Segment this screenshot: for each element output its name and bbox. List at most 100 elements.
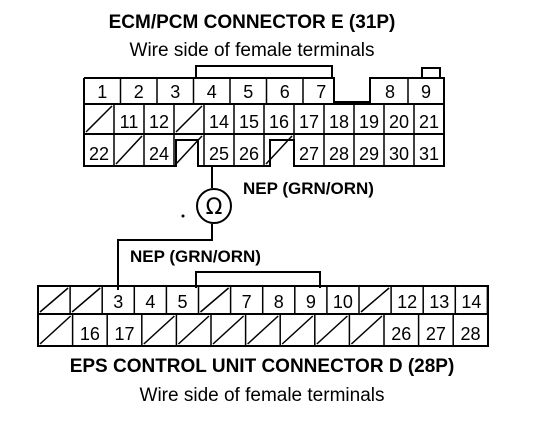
terminal-number: 10 xyxy=(333,292,353,312)
terminal-number: 16 xyxy=(80,324,100,344)
bottom-cell: 27 xyxy=(426,314,454,346)
bottom-cell xyxy=(143,314,178,346)
bottom-cell xyxy=(39,286,71,314)
terminal-number: 14 xyxy=(461,292,481,312)
terminal-number: 2 xyxy=(134,82,144,102)
terminal-number: 3 xyxy=(113,292,123,312)
terminal-number: 8 xyxy=(385,82,395,102)
bottom-cell: 10 xyxy=(333,286,360,314)
bottom-cell: 3 xyxy=(113,286,136,314)
top-cell: 11 xyxy=(120,104,145,134)
terminal-number: 5 xyxy=(243,82,253,102)
top-cell: 28 xyxy=(329,134,355,166)
bottom-cell xyxy=(350,314,385,346)
bottom-cell xyxy=(212,314,247,346)
bottom-cell: 26 xyxy=(391,314,420,346)
terminal-number: 9 xyxy=(306,292,316,312)
top-cell: 2 xyxy=(134,78,158,104)
terminal-number: 4 xyxy=(207,82,217,102)
top-cell xyxy=(175,134,205,166)
terminal-number: 14 xyxy=(209,112,229,132)
top-wire-label: NEP (GRN/ORN) xyxy=(243,179,374,198)
empty-terminal-slash xyxy=(281,315,314,345)
top-cell xyxy=(115,134,145,166)
top-cell: 6 xyxy=(280,78,304,104)
empty-terminal-slash xyxy=(39,315,72,345)
terminal-number: 18 xyxy=(329,112,349,132)
empty-terminal-slash xyxy=(39,287,69,313)
top-cell: 8 xyxy=(385,78,409,104)
ohmmeter-icon xyxy=(196,188,232,224)
terminal-number: 27 xyxy=(299,144,319,164)
bottom-cell xyxy=(281,314,316,346)
terminal-number: 13 xyxy=(429,292,449,312)
bottom-cell xyxy=(39,314,74,346)
top-cell: 15 xyxy=(239,104,265,134)
terminal-number: 22 xyxy=(89,144,109,164)
terminal-number: 30 xyxy=(389,144,409,164)
top-cell xyxy=(265,134,295,166)
ohm-symbol: Ω xyxy=(206,195,223,220)
terminal-number: 12 xyxy=(149,112,169,132)
top-cell: 14 xyxy=(209,104,235,134)
top-connector-title: ECM/PCM CONNECTOR E (31P) xyxy=(109,12,396,33)
top-cell: 5 xyxy=(243,78,268,104)
top-connector-lock xyxy=(195,65,333,78)
bottom-connector-subtitle: Wire side of female terminals xyxy=(140,385,385,406)
terminal-number: 19 xyxy=(359,112,379,132)
empty-terminal-slash xyxy=(200,287,230,313)
bottom-cell xyxy=(71,286,103,314)
ohmmeter: Ω NEP (GRN/ORN) NEP (GRN/ORN) xyxy=(117,166,374,290)
bottom-cell: 28 xyxy=(460,314,489,346)
bottom-connector-title: EPS CONTROL UNIT CONNECTOR D (28P) xyxy=(70,356,455,377)
probe-wire-bottom xyxy=(117,224,213,290)
empty-terminal-slash xyxy=(71,287,101,313)
top-cell: 26 xyxy=(239,134,265,166)
bottom-cell xyxy=(360,286,392,314)
empty-terminal-slash xyxy=(360,287,390,313)
terminal-number: 31 xyxy=(419,144,439,164)
top-cell: 7 xyxy=(316,82,326,102)
bottom-connector-lock xyxy=(195,271,321,288)
bottom-cell: 5 xyxy=(177,286,200,314)
empty-terminal-slash xyxy=(316,315,348,345)
top-cell: 31 xyxy=(419,134,445,166)
top-cell: 22 xyxy=(89,134,115,166)
terminal-number: 28 xyxy=(460,324,480,344)
bottom-cell: 8 xyxy=(274,286,296,314)
bottom-cell: 12 xyxy=(397,286,424,314)
empty-terminal-slash xyxy=(212,315,245,345)
terminal-number: 21 xyxy=(419,112,439,132)
bottom-cell: 4 xyxy=(145,286,168,314)
empty-terminal-slash xyxy=(143,315,175,345)
terminal-number: 17 xyxy=(114,324,134,344)
top-cell: 9 xyxy=(421,78,445,104)
bottom-cell xyxy=(247,314,281,346)
bottom-cell xyxy=(316,314,351,346)
empty-terminal-slash xyxy=(175,105,203,133)
top-cell: 20 xyxy=(389,104,415,134)
top-cell: 25 xyxy=(209,134,235,166)
top-cell: 17 xyxy=(299,104,325,134)
empty-terminal-slash xyxy=(85,105,113,133)
terminal-number: 7 xyxy=(242,292,252,312)
top-connector-key-right xyxy=(421,67,441,78)
terminal-number: 20 xyxy=(389,112,409,132)
top-cell: 24 xyxy=(149,134,175,166)
terminal-number: 5 xyxy=(177,292,187,312)
terminal-number: 24 xyxy=(149,144,169,164)
terminal-number: 29 xyxy=(359,144,379,164)
terminal-number: 6 xyxy=(280,82,290,102)
terminal-number: 15 xyxy=(239,112,259,132)
terminal-number: 26 xyxy=(239,144,259,164)
bottom-cell: 7 xyxy=(242,286,264,314)
terminal-number: 11 xyxy=(120,112,139,132)
empty-terminal-slash xyxy=(115,135,143,165)
bottom-wire-label: NEP (GRN/ORN) xyxy=(130,247,261,266)
terminal-number: 27 xyxy=(426,324,446,344)
bottom-cell xyxy=(177,314,212,346)
bottom-cell: 16 xyxy=(80,314,108,346)
